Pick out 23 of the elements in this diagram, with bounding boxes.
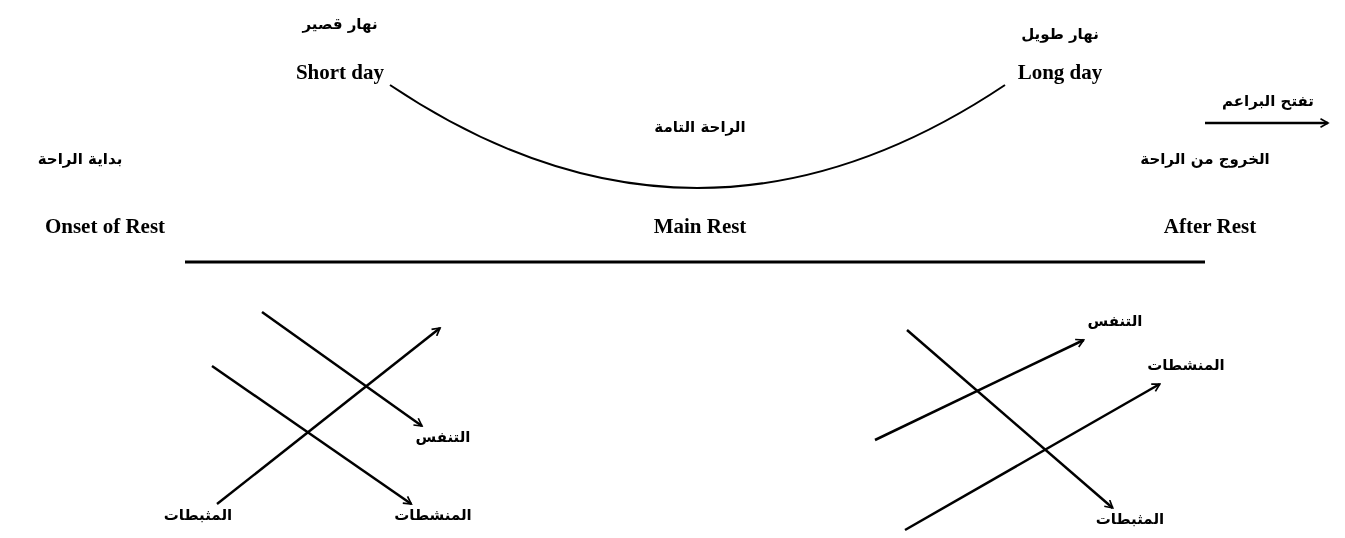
stage-label: بداية الراحة: [37, 150, 123, 168]
day-length-label: نهار طويل: [1021, 25, 1099, 43]
factor-label: المنشطات: [1136, 356, 1236, 382]
factor-label: التنفس: [1082, 312, 1148, 338]
stage-label: الخروج من الراحة: [1140, 150, 1270, 168]
factor-label: المنشطات: [383, 506, 483, 532]
day-length-label: نهار قصير: [302, 15, 378, 33]
process-label: تفتح البراعم: [1222, 92, 1314, 110]
factor-label: المثبطات: [148, 506, 248, 532]
arrow: [216, 327, 441, 505]
stage-label: Main Rest: [653, 214, 747, 238]
factor-label: التنفس: [410, 428, 476, 454]
arrow: [874, 338, 1085, 442]
arrow: [906, 329, 1114, 509]
day-length-label: Long day: [1017, 60, 1103, 84]
day-length-label: Short day: [295, 60, 385, 84]
stage-label: الراحة التامة: [654, 118, 746, 136]
arrow: [211, 364, 413, 506]
arrow: [261, 311, 423, 427]
stage-label: Onset of Rest: [44, 214, 166, 238]
factor-label: المثبطات: [1080, 510, 1180, 536]
arrow: [904, 382, 1161, 532]
stage-label: After Rest: [1163, 214, 1257, 238]
